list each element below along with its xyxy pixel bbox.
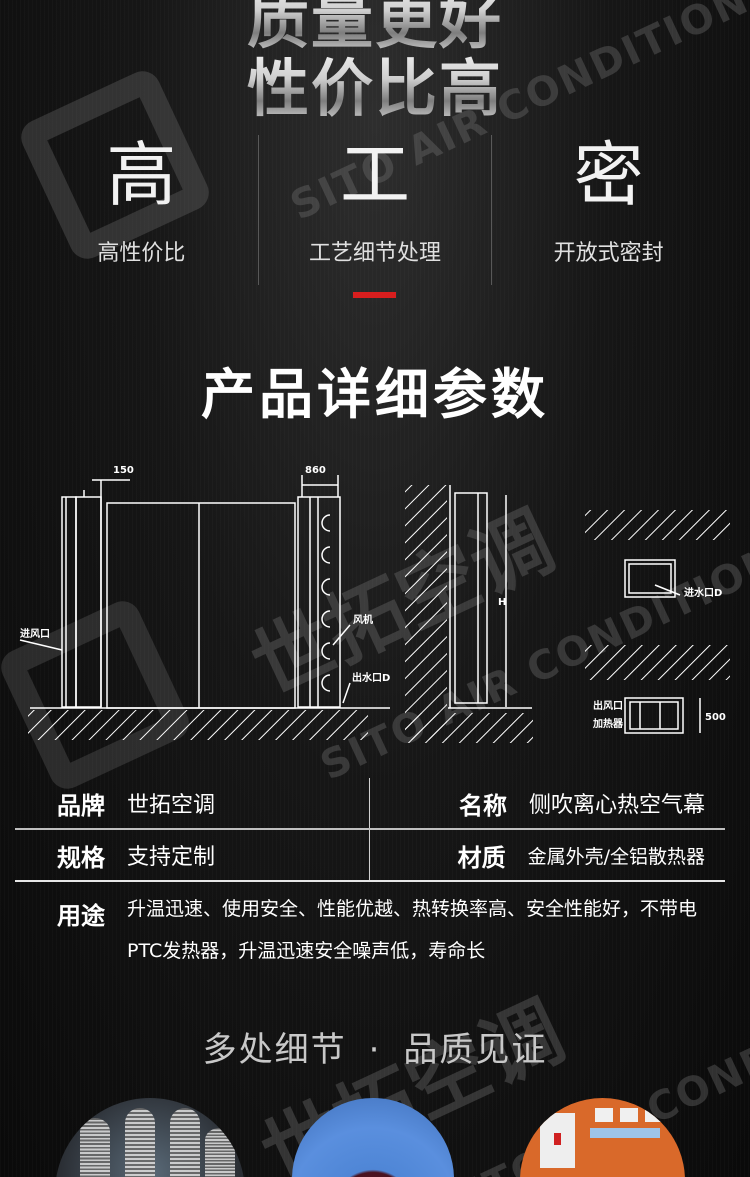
spec-value: 侧吹离心热空气幕 <box>528 793 705 818</box>
terminal-block <box>620 1108 638 1122</box>
feature-label: 工艺细节处理 <box>309 241 442 266</box>
coil-graphic <box>170 1108 200 1177</box>
svg-text:进水口D: 进水口D <box>684 586 722 599</box>
spec-key: 材质 <box>457 843 506 872</box>
spec-row-usage: 用途 升温迅速、使用安全、性能优越、热转换率高、安全性能好，不带电PTC发热器，… <box>15 882 725 972</box>
details-title-right: 品质见证 <box>403 1030 548 1070</box>
feature-item: 密 开放式密封 <box>491 135 725 285</box>
spec-cell-size: 规格 支持定制 <box>15 830 370 880</box>
coil-graphic <box>205 1128 235 1177</box>
spec-row: 规格 支持定制 材质 金属外壳/全铝散热器 <box>15 830 725 882</box>
coil-graphic <box>80 1118 110 1177</box>
spec-value: 升温迅速、使用安全、性能优越、热转换率高、安全性能好，不带电PTC发热器，升温迅… <box>127 898 698 962</box>
spec-key: 用途 <box>57 902 105 930</box>
technical-diagram: 150 860 进风口 风机 出水口D H 进水口D 出风口 加热器 500 <box>0 455 750 755</box>
heating-element-photo <box>55 1098 245 1177</box>
spec-value: 金属外壳/全铝散热器 <box>527 845 705 868</box>
feature-list: 高 高性价比 工 工艺细节处理 密 开放式密封 <box>25 135 725 285</box>
accent-divider <box>353 292 396 298</box>
details-title-separator: · <box>368 1030 382 1070</box>
circuit-breaker <box>540 1113 575 1168</box>
feature-char: 高 <box>106 134 177 216</box>
spec-table: 品牌 世拓空调 名称 侧吹离心热空气幕 规格 支持定制 材质 金属外壳/全铝散热… <box>15 778 725 972</box>
feature-label: 高性价比 <box>97 241 186 266</box>
spec-key: 规格 <box>57 843 105 872</box>
spec-row: 品牌 世拓空调 名称 侧吹离心热空气幕 <box>15 778 725 830</box>
feature-item: 高 高性价比 <box>25 135 258 285</box>
hero-title-line2: 性价比高 <box>0 38 750 128</box>
svg-text:出水口D: 出水口D <box>352 671 390 684</box>
feature-item: 工 工艺细节处理 <box>257 134 492 285</box>
terminal-block <box>645 1108 663 1122</box>
spec-cell-name: 名称 侧吹离心热空气幕 <box>370 778 725 828</box>
spec-key: 名称 <box>458 791 507 820</box>
spec-key: 品牌 <box>57 791 105 820</box>
installation-drawing: 150 860 进风口 风机 出水口D H 进水口D 出风口 加热器 500 <box>19 465 730 743</box>
hero-title-line1: 质量更好 <box>0 0 750 60</box>
spec-value: 支持定制 <box>127 845 216 870</box>
centrifugal-fan-photo <box>292 1098 454 1177</box>
svg-text:150: 150 <box>113 465 134 476</box>
din-rail <box>590 1128 660 1138</box>
control-panel-photo <box>520 1098 685 1177</box>
svg-text:出风口: 出风口 <box>593 699 623 712</box>
details-title: 多处细节 · 品质见证 <box>0 1022 750 1071</box>
spec-value: 世拓空调 <box>127 793 216 818</box>
svg-text:风机: 风机 <box>353 613 373 626</box>
svg-text:860: 860 <box>305 465 326 476</box>
svg-text:进风口: 进风口 <box>20 627 50 640</box>
spec-cell-material: 材质 金属外壳/全铝散热器 <box>370 830 725 880</box>
feature-char: 工 <box>340 134 410 216</box>
svg-text:500: 500 <box>705 712 726 723</box>
section-title: 产品详细参数 <box>201 363 549 426</box>
feature-char: 密 <box>573 134 644 216</box>
terminal-block <box>595 1108 613 1122</box>
svg-text:加热器: 加热器 <box>592 717 624 730</box>
spec-cell-brand: 品牌 世拓空调 <box>15 778 370 828</box>
details-title-left: 多处细节 <box>202 1030 347 1070</box>
feature-label: 开放式密封 <box>553 241 664 266</box>
coil-graphic <box>125 1108 155 1177</box>
svg-text:H: H <box>498 597 506 608</box>
